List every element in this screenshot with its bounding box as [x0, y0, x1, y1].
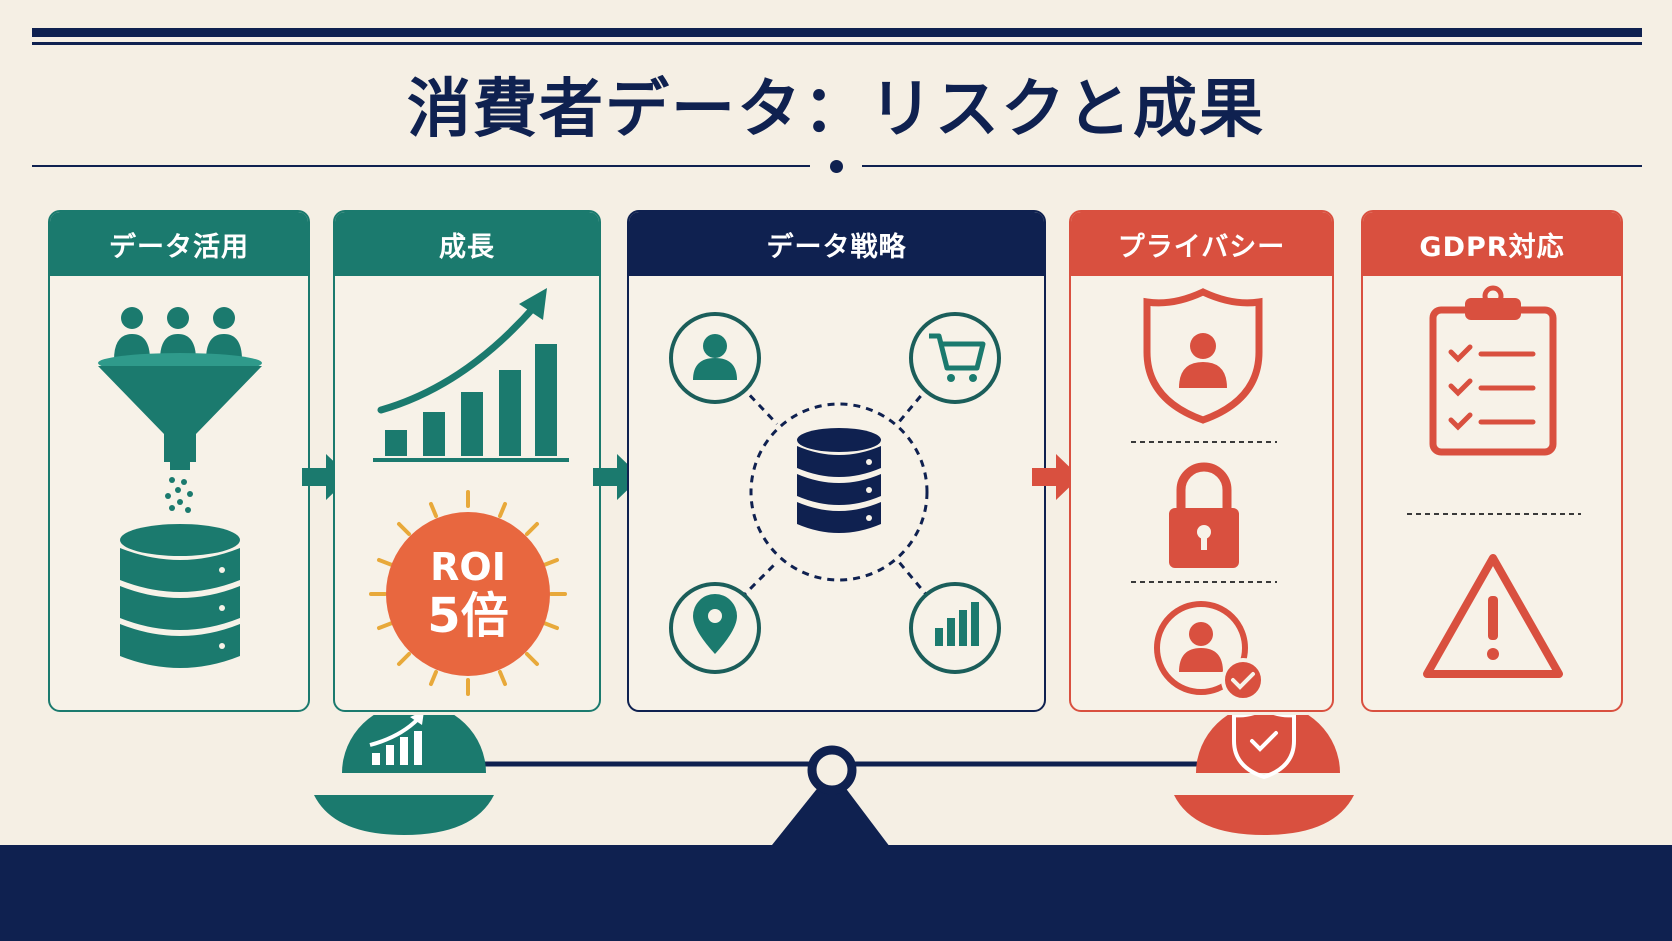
panel-growth: 成長	[333, 210, 601, 712]
roi-value: 5倍	[427, 588, 508, 644]
verified-user-icon	[1154, 601, 1265, 702]
title-underline-left	[32, 165, 810, 167]
funnel-icon	[98, 353, 262, 513]
shield-check-icon	[1232, 715, 1296, 780]
panel-gdpr: GDPR対応	[1361, 210, 1623, 712]
database-icon	[120, 524, 240, 668]
balance-scale	[314, 715, 1354, 850]
location-pin-icon	[669, 582, 761, 674]
protection-bowl	[1174, 715, 1354, 835]
panel-header: プライバシー	[1071, 212, 1332, 276]
database-icon	[797, 428, 881, 533]
people-icon	[114, 307, 242, 360]
flow-arrow-icon	[1032, 454, 1080, 500]
panel-header: 成長	[335, 212, 599, 276]
title-underline-right	[862, 165, 1642, 167]
footer-band	[0, 845, 1672, 941]
shield-user-icon	[1143, 288, 1263, 424]
roi-sun-badge: ROI 5倍	[369, 490, 567, 696]
growth-bowl	[314, 715, 494, 835]
panel-header: データ戦略	[629, 212, 1044, 276]
connection-lines	[739, 384, 931, 600]
top-rule	[32, 28, 1642, 37]
growth-chart-icon	[373, 288, 569, 462]
panel-header: GDPR対応	[1363, 212, 1621, 276]
panel-data-utilization: データ活用	[48, 210, 310, 712]
growth-chart-icon	[369, 715, 424, 765]
page-title: 消費者データ：リスクと成果	[407, 72, 1265, 147]
warning-icon	[1423, 554, 1563, 678]
user-icon	[669, 312, 761, 404]
panel-data-strategy: データ戦略	[627, 210, 1046, 712]
panel-header: データ活用	[50, 212, 308, 276]
panel-privacy: プライバシー	[1069, 210, 1334, 712]
lock-icon	[1169, 462, 1239, 568]
top-rule-thin	[32, 42, 1642, 45]
roi-label: ROI	[430, 545, 506, 589]
title-underline-dot	[830, 160, 843, 173]
bar-chart-icon	[909, 582, 1001, 674]
cart-icon	[909, 312, 1001, 404]
checklist-clipboard-icon	[1429, 285, 1557, 456]
